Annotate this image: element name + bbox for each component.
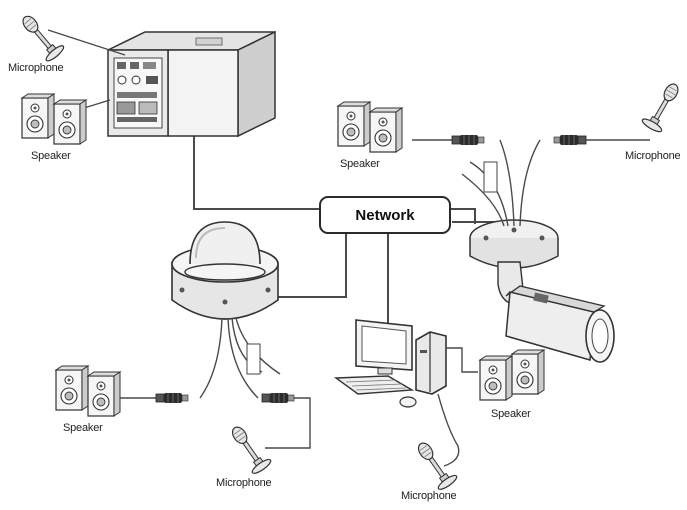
speaker-label-box-camera: Speaker xyxy=(31,150,71,162)
mic-label-pc: Microphone xyxy=(401,490,457,502)
mic-label-dome-camera: Microphone xyxy=(216,477,272,489)
audio-connector-icon xyxy=(451,134,587,146)
mic-label-bullet-camera: Microphone xyxy=(625,150,681,162)
microphone-icon xyxy=(15,9,67,64)
microphone-icon xyxy=(640,78,686,135)
network-label: Network xyxy=(355,206,415,224)
pc-cables xyxy=(437,347,478,467)
network-node: Network xyxy=(319,196,451,234)
dome-camera-icon xyxy=(171,221,279,320)
speaker-icon xyxy=(337,101,403,153)
speaker-cable-box-camera xyxy=(83,99,111,109)
cable-tag xyxy=(246,343,261,375)
speaker-label-pc: Speaker xyxy=(491,408,531,420)
cable-tag xyxy=(483,161,498,193)
bullet-camera-icon xyxy=(469,219,615,363)
mic-label-box-camera: Microphone xyxy=(8,62,64,74)
speaker-icon xyxy=(21,93,87,145)
box-camera-icon xyxy=(107,30,276,138)
dome-camera-cables xyxy=(116,317,311,449)
speaker-icon xyxy=(479,349,545,401)
speaker-label-bullet-camera: Speaker xyxy=(340,158,380,170)
network-links xyxy=(193,135,506,325)
computer-icon xyxy=(333,319,447,408)
speaker-icon xyxy=(55,365,121,417)
speaker-label-dome-camera: Speaker xyxy=(63,422,103,434)
microphone-icon xyxy=(410,436,460,493)
audio-connector-icon xyxy=(155,392,295,404)
mic-cable-box-camera xyxy=(47,29,126,56)
